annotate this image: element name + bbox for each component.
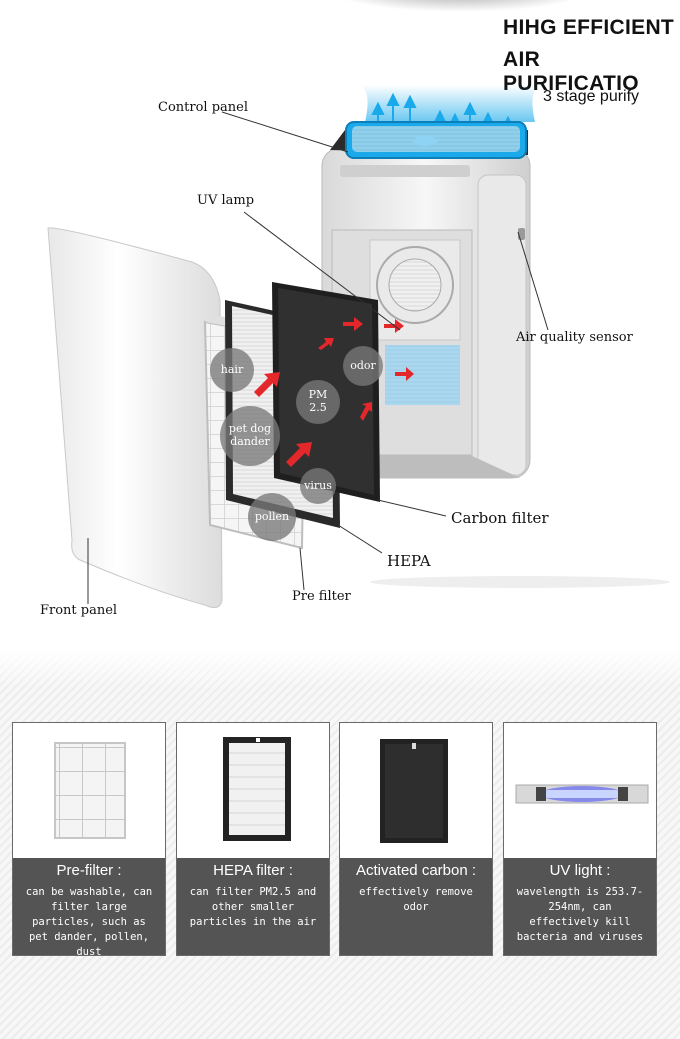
badge-virus: virus [300,468,336,504]
label-hepa: HEPA [387,552,431,570]
badge-pet-dog-line2: dander [230,435,270,448]
card-hepa-filter-title: HEPA filter : [213,862,293,879]
leader-lines [87,111,549,604]
badge-pet-dog-line1: pet dog [228,422,272,436]
feature-section-fade [0,650,680,690]
top-shadow [330,0,590,12]
card-activated-carbon: Activated carbon : effectively remove od… [339,722,493,956]
floor-shadow [370,576,670,588]
badge-pm25-line2: 2.5 [309,401,327,414]
card-hepa-filter: HEPA filter : can filter PM2.5 and other… [176,722,330,956]
card-pre-filter-info: Pre-filter : can be washable, can filter… [13,858,165,955]
card-pre-filter-title: Pre-filter : [56,862,122,879]
badge-hair-text: hair [220,362,244,376]
label-uv-lamp: UV lamp [197,193,255,208]
card-uv-light-info: UV light : wavelength is 253.7-254nm, ca… [504,858,656,955]
card-activated-carbon-title: Activated carbon : [355,862,477,879]
red-arrows [254,317,414,467]
badge-hair: hair [210,348,254,392]
card-activated-carbon-info: Activated carbon : effectively remove od… [340,858,492,955]
uv-lamp-image [515,784,649,804]
badge-odor: odor [343,346,383,386]
card-pre-filter: Pre-filter : can be washable, can filter… [12,722,166,956]
label-front-panel: Front panel [40,603,118,618]
title-line-2: AIR PURIFICATIO [503,48,639,95]
label-control-panel: Control panel [158,100,248,115]
top-filter [330,121,528,159]
label-air-quality-sensor: Air quality sensor [516,330,633,345]
exploded-diagram [47,85,670,609]
label-carbon-filter: Carbon filter [451,509,549,527]
card-uv-light: UV light : wavelength is 253.7-254nm, ca… [503,722,657,956]
airflow-glow [360,85,540,122]
carbon-filter-image [380,739,448,843]
badge-pollen: pollen [248,493,296,541]
subtitle: 3 stage purify [543,88,640,105]
hepa-filter-image [223,737,291,841]
front-panel [47,227,223,609]
pre-filter-image [54,742,126,839]
badge-pollen-text: pollen [254,509,290,523]
title-line-1: HIHG EFFICIENT [503,16,675,39]
card-hepa-filter-info: HEPA filter : can filter PM2.5 and other… [177,858,329,955]
badge-odor-text: odor [350,358,376,372]
badge-pm25-line1: PM [308,388,328,402]
card-activated-carbon-desc: effectively remove odor [359,886,473,913]
card-pre-filter-desc: can be washable, can filter large partic… [25,886,153,956]
badge-virus-text: virus [304,478,332,492]
card-hepa-filter-desc: can filter PM2.5 and other smaller parti… [189,886,317,928]
card-uv-light-desc: wavelength is 253.7-254nm, can effective… [516,886,644,943]
label-pre-filter: Pre filter [292,589,351,604]
card-uv-light-title: UV light : [549,862,611,879]
